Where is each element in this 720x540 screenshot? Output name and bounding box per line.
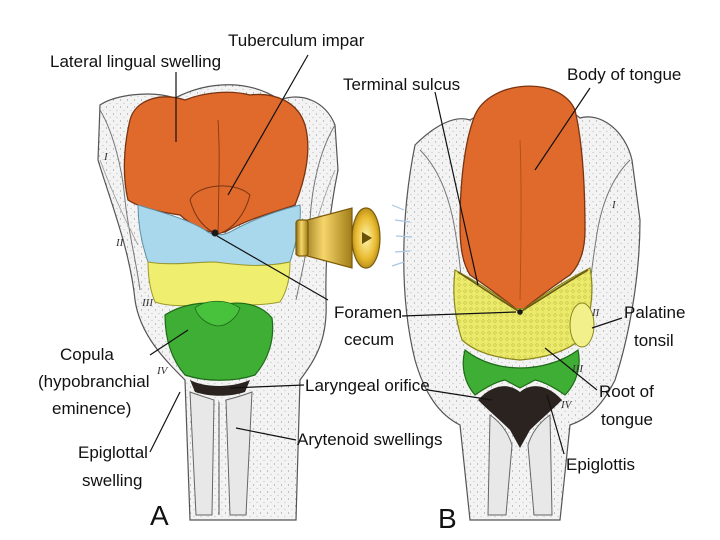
panel-a-arch-3: III (141, 297, 154, 309)
panel-a-arytenoid-left (189, 391, 215, 516)
label-epiglottal-swelling-2: swelling (82, 471, 142, 490)
panel-b-tongue-groove (519, 139, 522, 301)
label-copula-3: eminence) (52, 399, 131, 418)
panel-b-arch-4: IV (560, 399, 573, 411)
panel-a-laryngeal-orifice (190, 380, 250, 396)
panel-a-foramen-cecum (211, 229, 219, 237)
labels: Lateral lingual swelling Tuberculum impa… (38, 31, 685, 534)
label-root-of-tongue-1: Root of (599, 382, 654, 401)
panel-a-lateral-lingual-swelling (123, 91, 309, 234)
panel-b-letter: B (438, 503, 457, 534)
label-palatine-tonsil-1: Palatine (624, 303, 685, 322)
label-laryngeal-orifice: Laryngeal orifice (305, 376, 430, 395)
panel-a-yellow-band (147, 261, 291, 307)
panel-b-laryngeal-opening (478, 386, 562, 448)
label-copula-2: (hypobranchial (38, 372, 150, 391)
panel-a-arytenoid-right (225, 391, 253, 516)
panel-b-arch-3: III (571, 363, 584, 375)
label-body-of-tongue: Body of tongue (567, 65, 681, 84)
panel-b-palatine-tonsil (569, 302, 595, 348)
label-lateral-lingual-swelling: Lateral lingual swelling (50, 52, 221, 71)
panel-b-epiglottis (462, 348, 580, 396)
panel-b-arch-2: II (591, 307, 601, 319)
label-root-of-tongue-2: tongue (601, 410, 653, 429)
panel-b: I II III IV (403, 85, 641, 521)
leader-lines (149, 54, 623, 455)
label-epiglottal-swelling-1: Epiglottal (78, 443, 148, 462)
panel-a-midline (217, 119, 220, 235)
label-foramen-cecum-2: cecum (344, 330, 394, 349)
panel-a-tuberculum-impar (189, 185, 251, 235)
panel-a-left-fold (99, 109, 141, 291)
panel-a: I II III IV (97, 84, 339, 521)
panel-a-arch-4: IV (156, 365, 169, 377)
panel-b-arytenoid-right (527, 414, 553, 516)
panel-b-body-of-tongue (459, 85, 586, 313)
panel-b-arch-1: I (611, 199, 617, 211)
label-foramen-cecum-1: Foramen (334, 303, 402, 322)
label-tuberculum-impar: Tuberculum impar (228, 31, 365, 50)
panel-b-foramen-cecum (517, 309, 523, 315)
panel-a-left-arch-line (99, 159, 139, 246)
label-epiglottis: Epiglottis (566, 455, 635, 474)
speaker-icon[interactable] (295, 204, 413, 269)
label-copula-1: Copula (60, 345, 114, 364)
label-palatine-tonsil-2: tonsil (634, 331, 674, 350)
panel-a-arch-1: I (103, 151, 109, 163)
label-arytenoid-swellings: Arytenoid swellings (297, 430, 443, 449)
label-terminal-sulcus: Terminal sulcus (343, 75, 460, 94)
panel-a-arch-2: II (115, 237, 125, 249)
panel-a-copula (194, 300, 241, 327)
panel-b-arytenoid-left (487, 414, 513, 516)
panel-a-letter: A (150, 500, 169, 531)
